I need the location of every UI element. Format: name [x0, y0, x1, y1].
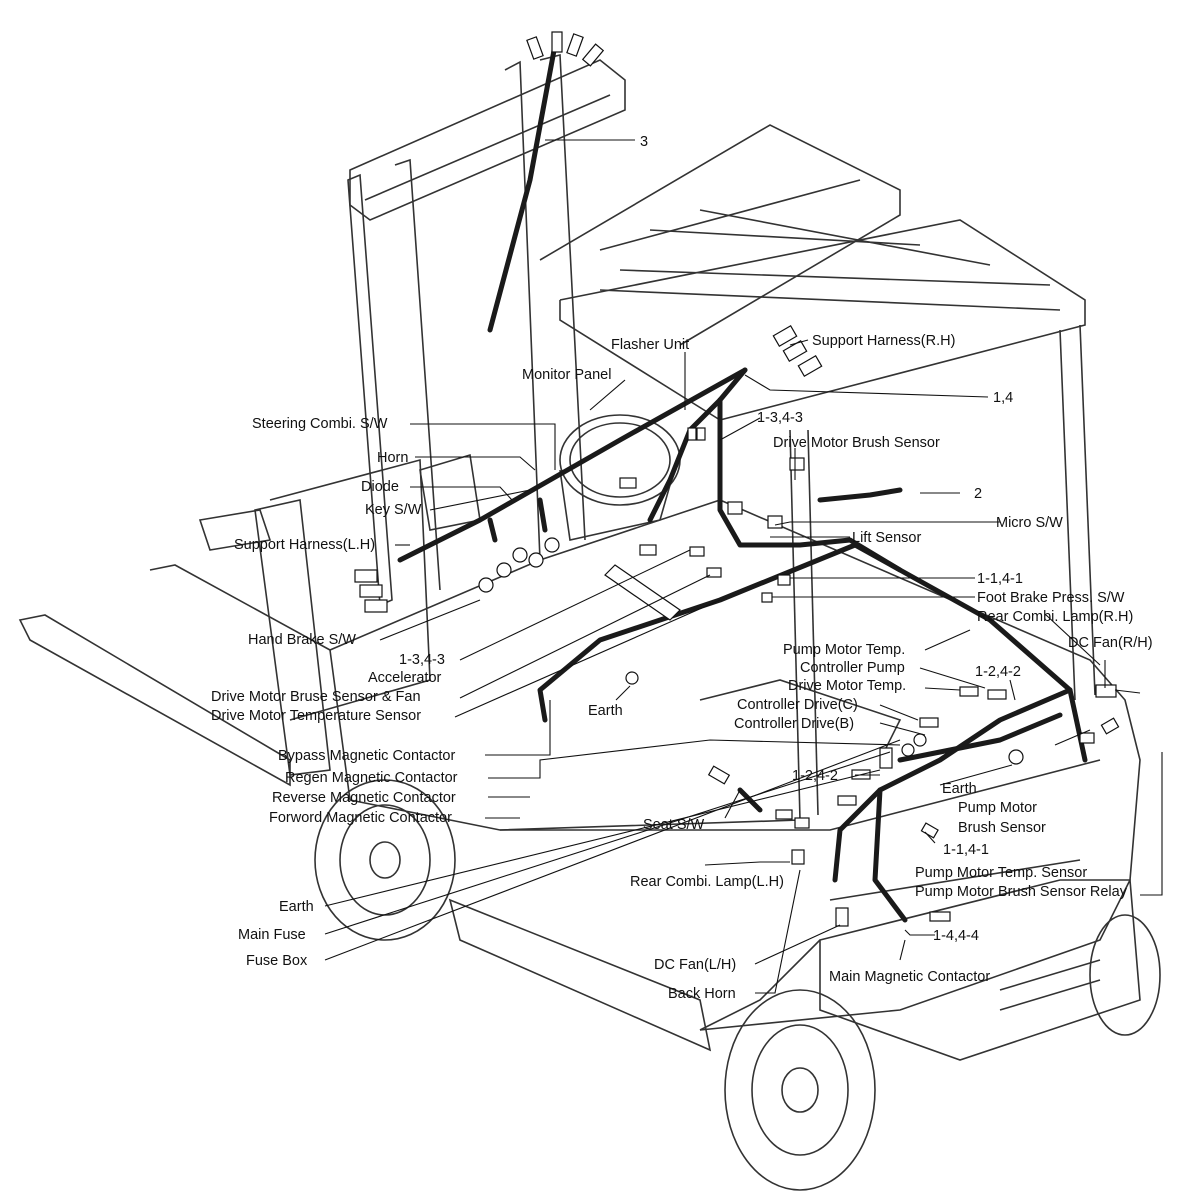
label-3: 3 [640, 134, 648, 150]
forklift-body-drawing [18, 53, 1161, 1191]
label-drive-motor-brush-sensor: Drive Motor Brush Sensor [773, 435, 940, 451]
label-lift-sensor: Lift Sensor [852, 530, 921, 546]
label-support-harness-rh: Support Harness(R.H) [812, 333, 955, 349]
label-monitor-panel: Monitor Panel [522, 367, 611, 383]
label-horn: Horn [377, 450, 408, 466]
label-1-1-4-1-bottom: 1-1,4-1 [943, 842, 989, 858]
label-1-1-4-1-top: 1-1,4-1 [977, 571, 1023, 587]
leader-lines [324, 139, 1163, 994]
label-support-harness-lh: Support Harness(L.H) [234, 537, 375, 553]
label-accelerator: Accelerator [368, 670, 442, 686]
label-2: 2 [974, 486, 982, 502]
label-1-3-4-3-bottom: 1-3,4-3 [399, 652, 445, 668]
label-earth-left: Earth [279, 899, 314, 915]
label-drive-motor-temperature-sensor: Drive Motor Temperature Sensor [211, 708, 421, 724]
label-pump-motor-brush-sensor-relay: Pump Motor Brush Sensor Relay [915, 884, 1128, 900]
label-1-4: 1,4 [993, 390, 1013, 406]
label-flasher-unit: Flasher Unit [611, 337, 689, 353]
label-controller-pump: Controller Pump [800, 660, 905, 676]
label-fuse-box: Fuse Box [246, 953, 308, 969]
label-foot-brake-press-sw: Foot Brake Press. S/W [977, 590, 1125, 606]
label-forword-magnetic-contactor: Forword Magnetic Contactor [269, 810, 452, 826]
wiring-harness [397, 42, 1088, 923]
label-dc-fan-lh: DC Fan(L/H) [654, 957, 736, 973]
label-back-horn: Back Horn [668, 986, 736, 1002]
callout-labels: 3 Flasher Unit Support Harness(R.H) Moni… [211, 134, 1153, 1002]
label-hand-brake-sw: Hand Brake S/W [248, 632, 356, 648]
label-micro-sw: Micro S/W [996, 515, 1063, 531]
label-controller-drive-c: Controller Drive(C) [737, 697, 858, 713]
label-main-fuse: Main Fuse [238, 927, 306, 943]
label-drive-motor-temp: Drive Motor Temp. [788, 678, 906, 694]
label-seat-sw: Seat S/W [643, 817, 705, 833]
label-drive-motor-bruse-sensor-fan: Drive Motor Bruse Sensor & Fan [211, 689, 421, 705]
label-rear-combi-lamp-rh: Rear Combi. Lamp(R.H) [977, 609, 1133, 625]
label-regen-magnetic-contactor: Regen Magnetic Contactor [285, 770, 458, 786]
label-steering-combi-sw: Steering Combi. S/W [252, 416, 388, 432]
label-pump-motor-temp: Pump Motor Temp. [783, 642, 905, 658]
label-brush-sensor: Brush Sensor [958, 820, 1046, 836]
connector-symbols [354, 31, 1120, 927]
label-main-magnetic-contactor: Main Magnetic Contactor [829, 969, 990, 985]
label-bypass-magnetic-contactor: Bypass Magnetic Contactor [278, 748, 455, 764]
label-1-2-4-2-right: 1-2,4-2 [975, 664, 1021, 680]
label-key-sw: Key S/W [365, 502, 422, 518]
label-1-4-4-4: 1-4,4-4 [933, 928, 979, 944]
label-diode: Diode [361, 479, 399, 495]
label-pump-motor: Pump Motor [958, 800, 1037, 816]
label-reverse-magnetic-contactor: Reverse Magnetic Contactor [272, 790, 456, 806]
label-pump-motor-temp-sensor: Pump Motor Temp. Sensor [915, 865, 1087, 881]
label-1-3-4-3-top: 1-3,4-3 [757, 410, 803, 426]
label-rear-combi-lamp-lh: Rear Combi. Lamp(L.H) [630, 874, 784, 890]
label-earth-mid: Earth [588, 703, 623, 719]
label-controller-drive-b: Controller Drive(B) [734, 716, 854, 732]
label-1-2-4-2-mid: 1-2,4-2 [792, 768, 838, 784]
label-dc-fan-rh: DC Fan(R/H) [1068, 635, 1153, 651]
label-earth-right: Earth [942, 781, 977, 797]
